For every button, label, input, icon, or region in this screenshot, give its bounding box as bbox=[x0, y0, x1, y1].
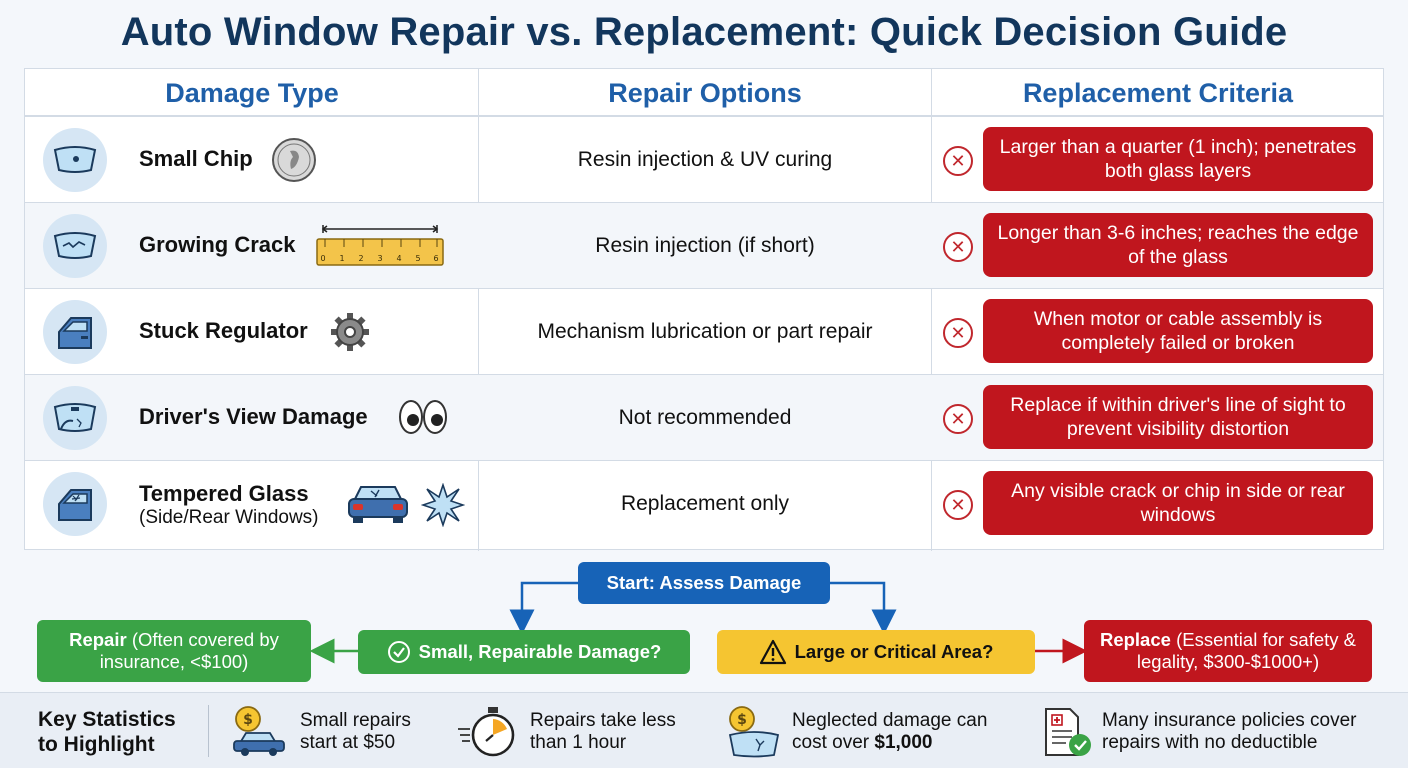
check-circle-icon bbox=[387, 640, 411, 664]
stats-title: Key Statistics to Highlight bbox=[38, 707, 176, 757]
stats-divider bbox=[208, 705, 209, 757]
page-title: Auto Window Repair vs. Replacement: Quic… bbox=[120, 10, 1288, 54]
repair-option: Resin injection & UV curing bbox=[577, 148, 833, 171]
repair-detail: (Often covered by insurance, <$100) bbox=[99, 629, 279, 672]
repair-option: Replacement only bbox=[620, 492, 790, 515]
table-row: Growing Crack 0 1 2 3 bbox=[25, 203, 1383, 289]
stat-item: Neglected damage can cost over $1,000 bbox=[792, 710, 987, 754]
stat-line: cost over $1,000 bbox=[792, 732, 987, 754]
windshield-crack-icon bbox=[43, 214, 107, 278]
header-replacement-criteria: Replacement Criteria bbox=[1022, 78, 1294, 108]
ruler-tick-label: 0 bbox=[320, 254, 325, 263]
damage-name: Stuck Regulator bbox=[139, 318, 308, 343]
damage-name: Driver's View Damage bbox=[139, 404, 368, 429]
x-circle-icon: ✕ bbox=[943, 490, 973, 520]
side-window-shatter-icon bbox=[43, 472, 107, 536]
stat-line: Repairs take less bbox=[530, 710, 676, 731]
ruler-tick-label: 2 bbox=[358, 254, 363, 263]
ruler-tick-label: 5 bbox=[415, 254, 420, 263]
column-divider bbox=[478, 69, 479, 551]
car-door-icon bbox=[43, 300, 107, 364]
damage-name: Tempered Glass bbox=[139, 481, 309, 506]
repair-option: Not recommended bbox=[618, 406, 792, 429]
ruler-tick-label: 6 bbox=[433, 254, 438, 263]
ruler-tick-label: 1 bbox=[339, 254, 344, 263]
replacement-criteria: Longer than 3-6 inches; reaches the edge… bbox=[983, 213, 1373, 277]
header-repair-options: Repair Options bbox=[608, 78, 802, 108]
stat-text-part: cost over bbox=[792, 732, 875, 753]
stat-item: Small repairs start at $50 bbox=[300, 710, 411, 754]
table-row: Small Chip Resin injection & UV curing ✕… bbox=[25, 117, 1383, 203]
flow-small-label: Small, Repairable Damage? bbox=[418, 641, 662, 662]
warning-icon bbox=[759, 639, 787, 665]
windshield-driver-view-icon bbox=[43, 386, 107, 450]
stat-line: than 1 hour bbox=[530, 732, 627, 753]
stat-line: Neglected damage can bbox=[792, 710, 988, 731]
damage-name: Growing Crack bbox=[139, 232, 296, 257]
windshield-chip-icon bbox=[43, 128, 107, 192]
gear-icon bbox=[329, 311, 371, 358]
table-body: Small Chip Resin injection & UV curing ✕… bbox=[25, 117, 1383, 551]
svg-text:$: $ bbox=[737, 712, 747, 728]
flow-replace-node: Replace (Essential for safety & legality… bbox=[1084, 620, 1372, 682]
stat-value: $1,000 bbox=[874, 732, 933, 753]
stat-line: Small repairs bbox=[300, 710, 411, 731]
x-circle-icon: ✕ bbox=[943, 404, 973, 434]
table-row: Driver's View Damage Not recommended ✕ R… bbox=[25, 375, 1383, 461]
x-circle-icon: ✕ bbox=[943, 318, 973, 348]
shatter-burst-icon bbox=[420, 482, 466, 532]
money-car-icon: $ bbox=[230, 705, 286, 759]
replacement-criteria: Any visible crack or chip in side or rea… bbox=[983, 471, 1373, 535]
flow-large-area-node: Large or Critical Area? bbox=[717, 630, 1035, 674]
stats-title-line: Key Statistics bbox=[38, 708, 176, 731]
replace-detail: (Essential for safety & legality, $300-$… bbox=[1136, 629, 1357, 672]
insurance-document-icon bbox=[1040, 705, 1096, 759]
svg-text:$: $ bbox=[243, 712, 253, 728]
flow-small-damage-node: Small, Repairable Damage? bbox=[358, 630, 690, 674]
stat-line: Many insurance policies cover bbox=[1102, 710, 1357, 731]
ruler-icon: 0 1 2 3 4 5 6 bbox=[315, 223, 445, 276]
x-circle-icon: ✕ bbox=[943, 146, 973, 176]
ruler-tick-label: 4 bbox=[396, 254, 401, 263]
stat-item: Many insurance policies cover repairs wi… bbox=[1102, 710, 1357, 754]
money-windshield-icon: $ bbox=[724, 705, 780, 759]
repair-option: Resin injection (if short) bbox=[595, 234, 815, 257]
stat-line: repairs with no deductible bbox=[1102, 732, 1318, 753]
table-row: Tempered Glass (Side/Rear Windows) Repla… bbox=[25, 461, 1383, 547]
ruler-tick-label: 3 bbox=[377, 254, 382, 263]
decision-table: Damage Type Repair Options Replacement C… bbox=[24, 68, 1384, 551]
stat-item: Repairs take less than 1 hour bbox=[530, 710, 676, 754]
x-circle-icon: ✕ bbox=[943, 232, 973, 262]
stopwatch-icon bbox=[456, 705, 515, 759]
key-statistics-bar: Key Statistics to Highlight $ Small repa… bbox=[0, 692, 1408, 768]
replacement-criteria: Larger than a quarter (1 inch); penetrat… bbox=[983, 127, 1373, 191]
repair-option: Mechanism lubrication or part repair bbox=[537, 320, 873, 343]
flow-repair-node: Repair (Often covered by insurance, <$10… bbox=[37, 620, 311, 682]
table-row: Stuck Regulator Mechanism lubrication or… bbox=[25, 289, 1383, 375]
replacement-criteria: Replace if within driver's line of sight… bbox=[983, 385, 1373, 449]
flow-large-label: Large or Critical Area? bbox=[794, 641, 994, 662]
replacement-criteria: When motor or cable assembly is complete… bbox=[983, 299, 1373, 363]
table-header: Damage Type Repair Options Replacement C… bbox=[25, 69, 1383, 117]
car-rear-icon bbox=[345, 481, 411, 532]
stats-title-line: to Highlight bbox=[38, 733, 155, 756]
flow-start-node: Start: Assess Damage bbox=[578, 562, 830, 604]
quarter-coin-icon bbox=[271, 137, 317, 188]
eyes-icon bbox=[397, 397, 449, 442]
replace-label: Replace bbox=[1099, 629, 1171, 650]
stat-line: start at $50 bbox=[300, 732, 396, 753]
column-divider bbox=[931, 69, 932, 551]
damage-subtitle: (Side/Rear Windows) bbox=[139, 507, 319, 528]
damage-name: Small Chip bbox=[139, 146, 253, 171]
repair-label: Repair bbox=[69, 629, 127, 650]
header-damage-type: Damage Type bbox=[165, 78, 339, 108]
